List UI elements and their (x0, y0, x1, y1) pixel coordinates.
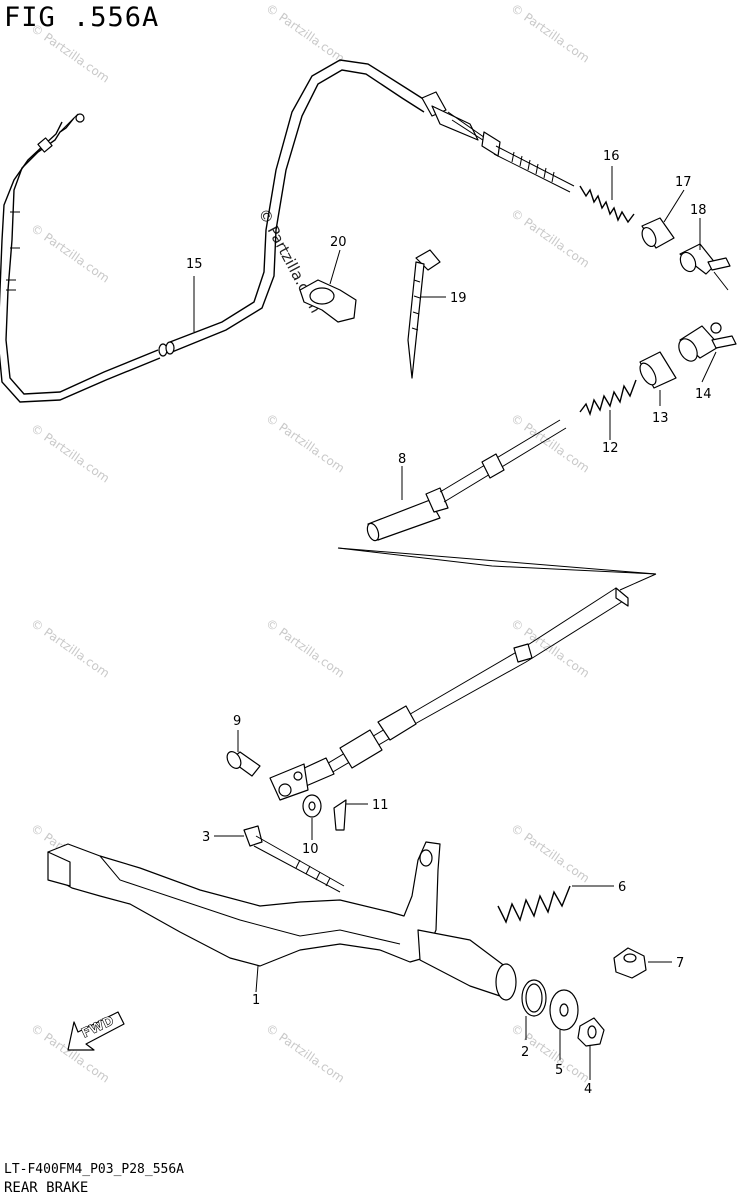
part-6-return-spring (497, 885, 614, 924)
part-12-spring (579, 379, 637, 440)
part-11-cotter-pin (333, 799, 368, 831)
callout-3: 3 (202, 830, 210, 845)
callout-7: 7 (676, 956, 684, 971)
callout-10: 10 (302, 842, 319, 857)
part-16-spring (579, 166, 635, 224)
callout-8: 8 (398, 452, 406, 467)
callout-14: 14 (695, 387, 712, 402)
callout-1: 1 (252, 993, 260, 1008)
figure-name: REAR BRAKE (4, 1180, 89, 1196)
part-1-brake-pedal (47, 841, 517, 1001)
callout-15: 15 (186, 257, 203, 272)
watermark: © Partzilla.com (508, 1, 592, 66)
callout-6: 6 (618, 880, 626, 895)
part-19-cable-tie (407, 249, 446, 379)
callout-4: 4 (584, 1082, 592, 1097)
watermark: © Partzilla.com (263, 616, 347, 681)
part-10-washer (302, 794, 322, 840)
part-13-sleeve (639, 351, 677, 406)
callout-12: 12 (602, 441, 619, 456)
callout-11: 11 (372, 798, 389, 813)
callout-19: 19 (450, 291, 467, 306)
part-7-nut (613, 947, 672, 979)
callout-16: 16 (603, 149, 620, 164)
watermark: © Partzilla.com (28, 616, 112, 681)
part-15-cable (0, 59, 575, 403)
part-2-o-ring (521, 979, 547, 1040)
callout-17: 17 (675, 175, 692, 190)
callout-9: 9 (233, 714, 241, 729)
part-4-nut (577, 1017, 605, 1080)
callout-20: 20 (330, 235, 347, 250)
figure-title: FIG .556A (4, 2, 160, 33)
callout-2: 2 (521, 1045, 529, 1060)
fwd-arrow-icon: FWD (67, 1011, 125, 1051)
part-8-cable (269, 419, 657, 801)
watermark: © Partzilla.com (508, 821, 592, 886)
watermark: © Partzilla.com (28, 421, 112, 486)
callout-5: 5 (555, 1063, 563, 1078)
callout-18: 18 (690, 203, 707, 218)
part-18-clevis (679, 218, 731, 291)
part-17-sleeve (641, 189, 685, 249)
figure-code: LT-F400FM4_P03_P28_556A (4, 1162, 185, 1177)
watermark: © Partzilla.com (28, 221, 112, 286)
part-3-bolt (214, 825, 345, 893)
watermark: © Partzilla.com (263, 411, 347, 476)
callout-labels: 1 2 3 4 5 6 7 8 9 10 11 12 13 14 15 16 1… (186, 149, 712, 1097)
part-14-clevis (678, 322, 737, 383)
part-9-pin (226, 730, 261, 777)
watermark: © Partzilla.com (263, 1021, 347, 1086)
watermark: © Partzilla.com (508, 206, 592, 271)
callout-13: 13 (652, 411, 669, 426)
watermark: © Partzilla.com (263, 1, 347, 66)
part-5-washer (549, 989, 579, 1060)
part-20-clamp (299, 249, 357, 323)
